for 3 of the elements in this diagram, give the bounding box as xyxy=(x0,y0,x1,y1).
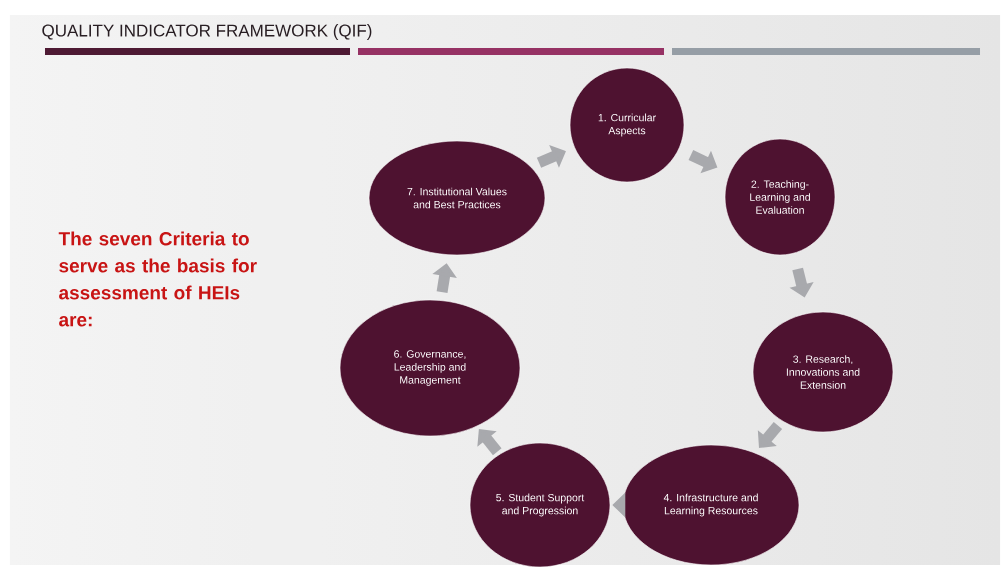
slide-title: QUALITY INDICATOR FRAMEWORK (QIF) xyxy=(42,24,372,40)
note-text: The seven Criteria to serve as the basis for assessment of HEIs are: xyxy=(58,231,257,327)
block-arrow xyxy=(536,144,566,168)
